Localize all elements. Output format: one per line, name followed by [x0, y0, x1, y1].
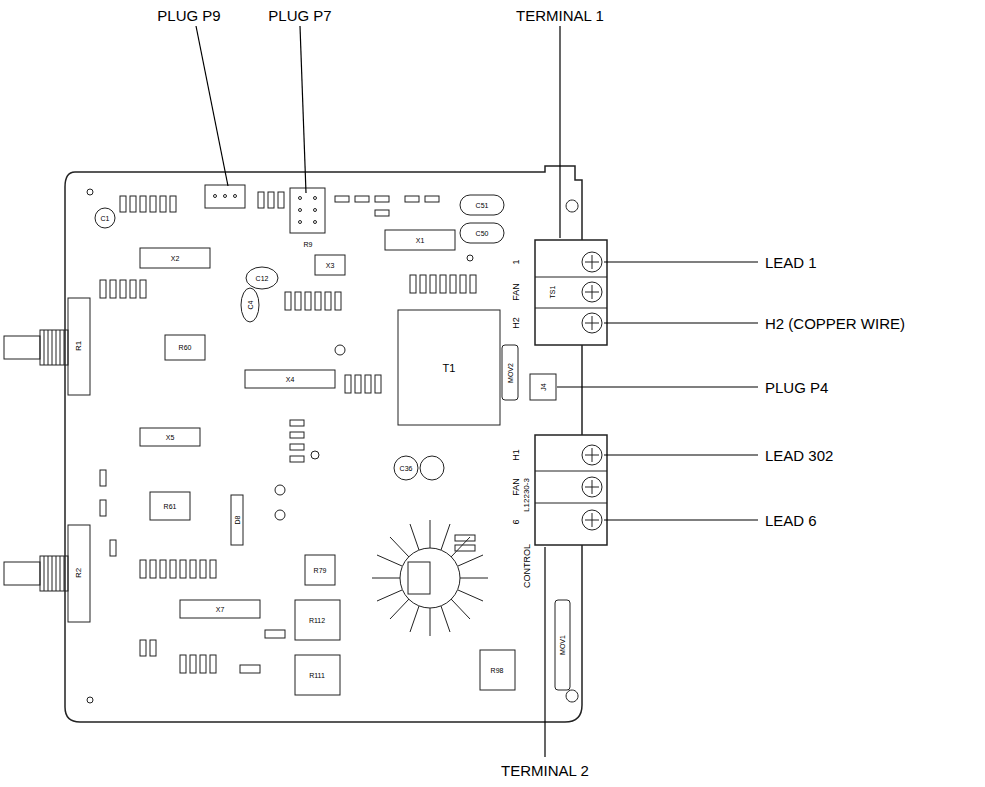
- callout-label: PLUG P4: [764, 380, 829, 395]
- terminal-marking: 6: [512, 518, 521, 525]
- silkscreen-label: R61: [163, 503, 178, 510]
- terminal-marking: H1: [512, 448, 521, 462]
- silkscreen-label: X1: [415, 237, 426, 244]
- callout-label: LEAD 6: [764, 513, 818, 528]
- silkscreen-label: C51: [475, 202, 490, 209]
- silkscreen-label: R1: [75, 340, 83, 352]
- silkscreen-label: C36: [399, 465, 414, 472]
- silkscreen-label: X5: [165, 434, 176, 441]
- terminal-marking: FAN: [512, 282, 521, 302]
- callout-label: LEAD 1: [764, 255, 818, 270]
- silkscreen-label: R98: [490, 667, 505, 674]
- callout-label: H2 (COPPER WIRE): [764, 316, 906, 331]
- terminal-marking: 1: [512, 258, 521, 265]
- silkscreen-label: MOV2: [507, 362, 514, 384]
- terminal-marking: FAN: [512, 477, 521, 497]
- silkscreen-label: C50: [475, 230, 490, 237]
- callout-label: TERMINAL 2: [500, 763, 590, 778]
- silkscreen-label: R112: [308, 617, 326, 624]
- silkscreen-label: R9: [303, 241, 314, 248]
- silkscreen-label: C12: [255, 275, 270, 282]
- silkscreen-label: R111: [308, 672, 326, 679]
- silkscreen-label: C1: [100, 215, 111, 222]
- silkscreen-label: T1: [442, 363, 457, 374]
- silkscreen-label: TS1: [549, 285, 556, 300]
- callout-label: PLUG P7: [267, 8, 332, 23]
- silkscreen-label: R79: [313, 567, 328, 574]
- silkscreen-label: MOV1: [559, 634, 566, 656]
- callout-label: TERMINAL 1: [515, 8, 605, 23]
- terminal-marking: H2: [512, 316, 521, 330]
- silkscreen-label: J4: [540, 382, 547, 391]
- silkscreen-label: R60: [178, 344, 193, 351]
- callout-label: LEAD 302: [764, 448, 834, 463]
- silkscreen-label: X2: [170, 255, 181, 262]
- callout-label: PLUG P9: [156, 8, 221, 23]
- silkscreen-label: L12230-3: [523, 477, 531, 513]
- silkscreen-label: CONTROL: [523, 543, 532, 589]
- silkscreen-label: R2: [75, 567, 83, 579]
- silkscreen-label: D8: [234, 515, 241, 526]
- silkscreen-label: X3: [325, 262, 336, 269]
- silkscreen-label: C4: [247, 300, 254, 311]
- silkscreen-label: X4: [285, 376, 296, 383]
- silkscreen-label: X7: [215, 606, 226, 613]
